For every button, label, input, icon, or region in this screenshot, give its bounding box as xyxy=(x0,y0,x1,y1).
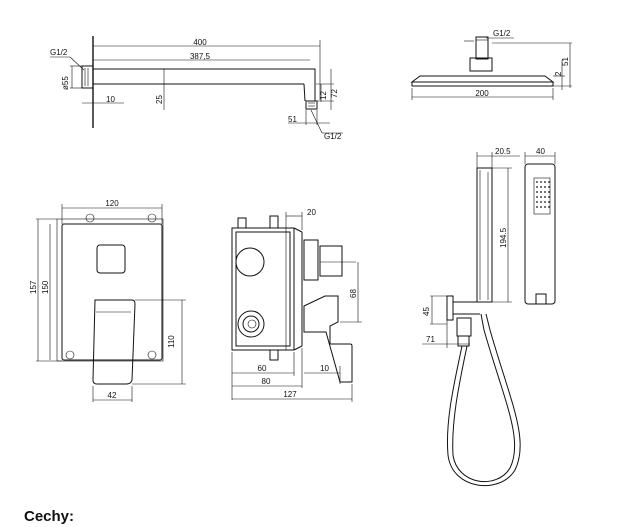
dim-lever-width: 42 xyxy=(108,391,117,400)
dim-12: 12 xyxy=(319,91,328,100)
dim-51: 51 xyxy=(288,115,297,124)
front-plate-view: 120 157 150 110 42 xyxy=(29,199,186,402)
dim-400: 400 xyxy=(193,38,207,47)
dim-body-68: 68 xyxy=(349,289,358,298)
valve-body-side-view: 20 68 60 80 10 127 xyxy=(231,208,362,402)
hand-shower-view: 20.5 40 194.5 45 71 xyxy=(422,147,556,486)
dim-hand-length: 194.5 xyxy=(499,227,508,248)
dim-387-5: 387,5 xyxy=(190,52,211,61)
dim-lever-height: 110 xyxy=(167,335,176,348)
dim-body-127: 127 xyxy=(283,390,297,399)
label-head-thread: G1/2 xyxy=(493,29,511,38)
dim-plate-width: 120 xyxy=(105,199,119,208)
dim-head-51: 51 xyxy=(561,57,570,66)
dim-hand-45: 45 xyxy=(422,307,431,316)
shower-head-view: G1/2 2 51 200 xyxy=(410,29,572,100)
dim-body-80: 80 xyxy=(262,377,271,386)
dim-plate-outer-height: 157 xyxy=(29,280,38,294)
section-heading: Cechy: xyxy=(24,508,75,525)
dim-drop-25: 25 xyxy=(155,95,164,104)
dim-body-20: 20 xyxy=(307,208,316,217)
dim-head-2: 2 xyxy=(554,71,563,76)
dim-hand-71: 71 xyxy=(426,335,435,344)
dim-hand-40: 40 xyxy=(536,147,545,156)
dim-plate-inner-height: 150 xyxy=(41,280,50,294)
dim-72: 72 xyxy=(330,89,339,98)
dim-head-width: 200 xyxy=(475,89,489,98)
label-thread-bottom: G1/2 xyxy=(324,132,342,141)
dim-body-10: 10 xyxy=(320,364,329,373)
label-thread-top: G1/2 xyxy=(50,48,68,57)
dim-hand-20-5: 20.5 xyxy=(495,147,511,156)
dim-body-60: 60 xyxy=(258,364,267,373)
shower-arm-side-view: 400 387,5 G1/2 ø55 10 25 12 72 51 G1/2 xyxy=(50,36,343,141)
dim-wall-diameter: ø55 xyxy=(61,76,70,90)
nozzle-pattern-icon xyxy=(536,181,550,208)
dim-wall-gap: 10 xyxy=(106,95,115,104)
